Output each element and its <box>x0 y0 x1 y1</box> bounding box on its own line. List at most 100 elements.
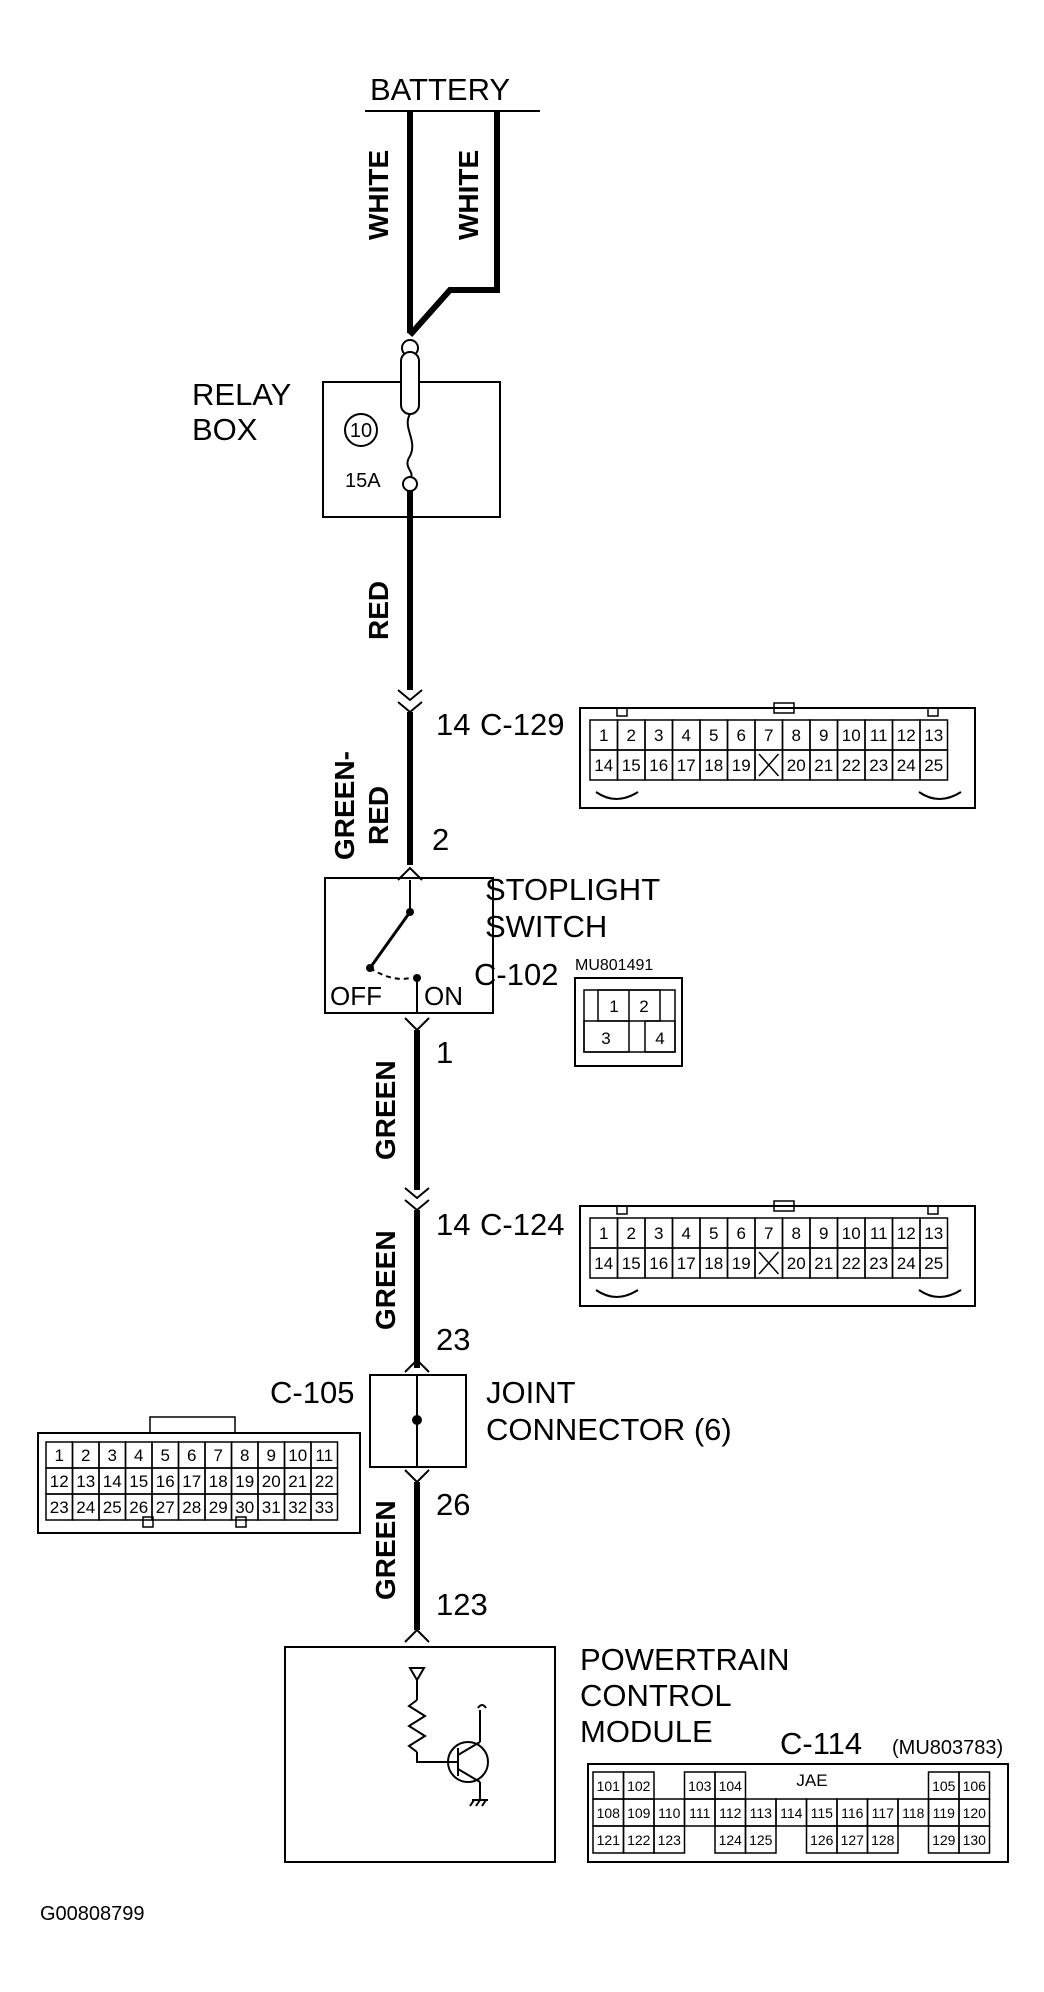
c105-pin-label: 21 <box>288 1472 307 1491</box>
c129-pin-label: 3 <box>654 726 663 745</box>
c129-pin-label: 2 <box>627 726 636 745</box>
c124-blank-cell <box>758 1251 780 1275</box>
c114-pin-label: 127 <box>841 1832 865 1848</box>
c102-connector-face: 1 2 3 4 <box>574 977 683 1067</box>
c129-pin-label: 23 <box>869 756 888 775</box>
c105-pin-label: 20 <box>262 1472 281 1491</box>
switch-off-label: OFF <box>330 981 382 1011</box>
wire-label-red: RED <box>363 581 394 640</box>
wire-label-green-3: GREEN <box>370 1500 401 1600</box>
c114-pin-label: 128 <box>871 1832 895 1848</box>
c124-cell <box>919 1247 949 1279</box>
c124-pin-label: 18 <box>704 1254 723 1273</box>
white-wire-right <box>407 111 500 337</box>
c129-pin-label: 25 <box>924 756 943 775</box>
c124-pin-label: 1 <box>599 1224 608 1243</box>
wire-label-green-2: GREEN <box>370 1230 401 1330</box>
c105-pin-label: 13 <box>76 1472 95 1491</box>
c124-pin-label: 7 <box>764 1224 773 1243</box>
c114-pin-label: 123 <box>658 1832 682 1848</box>
c105-name: C-105 <box>270 1375 354 1410</box>
c105-pin-label: 27 <box>156 1498 175 1517</box>
c105-pin-label: 7 <box>214 1446 223 1465</box>
c102-cell-3: 3 <box>601 1029 610 1048</box>
pcm-pin: 123 <box>436 1587 488 1622</box>
c124-pin-label: 22 <box>842 1254 861 1273</box>
c124-pin-label: 8 <box>792 1224 801 1243</box>
pcm-label-line3: MODULE <box>580 1714 713 1749</box>
c114-pin-label: 130 <box>963 1832 987 1848</box>
c114-pin-label: 114 <box>780 1805 803 1821</box>
c105-pin-label: 19 <box>235 1472 254 1491</box>
c124-pin-label: 6 <box>737 1224 746 1243</box>
c114-pin-label: 110 <box>658 1805 681 1821</box>
c105-pin-label: 30 <box>235 1498 254 1517</box>
joint-connector-label-line1: JOINT <box>486 1375 576 1410</box>
c114-pin-label: 106 <box>963 1778 987 1794</box>
pcm-label-line1: POWERTRAIN <box>580 1642 790 1677</box>
c129-blank-cell <box>758 753 780 777</box>
c129-pin-label: 16 <box>649 756 668 775</box>
stoplight-switch-box <box>324 877 494 1014</box>
c105-pin-label: 25 <box>103 1498 122 1517</box>
c102-cell-1: 1 <box>609 997 618 1016</box>
c129-name: C-129 <box>480 707 564 742</box>
c124-pin-label: 13 <box>924 1224 943 1243</box>
c105-pin-label: 6 <box>187 1446 196 1465</box>
relay-box-label-line1: RELAY <box>192 377 291 412</box>
fuse-number: 10 <box>350 420 372 442</box>
c114-pin-label: 111 <box>689 1805 710 1821</box>
c124-pin-label: 12 <box>897 1224 916 1243</box>
c124-pin-label: 16 <box>649 1254 668 1273</box>
c114-pin-label: 113 <box>750 1805 773 1821</box>
c105-pin-label: 28 <box>182 1498 201 1517</box>
pcm-label-line2: CONTROL <box>580 1678 732 1713</box>
c129-pin-label: 21 <box>814 756 833 775</box>
c124-pin-label: 4 <box>682 1224 691 1243</box>
c129-pin-label: 22 <box>842 756 861 775</box>
c124-pin: 14 <box>436 1207 470 1242</box>
c105-pin-label: 5 <box>161 1446 170 1465</box>
c129-pin-label: 17 <box>677 756 696 775</box>
stoplight-switch-label-line1: STOPLIGHT <box>485 872 660 907</box>
c129-pin-label: 19 <box>732 756 751 775</box>
c129-pin-label: 5 <box>709 726 718 745</box>
c102-cell-2: 2 <box>639 997 648 1016</box>
c124-name: C-124 <box>480 1207 564 1242</box>
c129-pin-label: 8 <box>792 726 801 745</box>
c114-pin-label: 121 <box>597 1832 621 1848</box>
c129-pin-label: 4 <box>682 726 691 745</box>
fuse-element <box>406 413 414 479</box>
c114-pin-label: 105 <box>932 1778 956 1794</box>
stoplight-switch-label-line2: SWITCH <box>485 909 607 944</box>
c124-pin-label: 9 <box>819 1224 828 1243</box>
battery-label: BATTERY <box>370 72 510 107</box>
c124-pin-label: 20 <box>787 1254 806 1273</box>
c102-cell-4: 4 <box>655 1029 664 1048</box>
c114-pin-label: 122 <box>627 1832 651 1848</box>
c124-pin-label: 3 <box>654 1224 663 1243</box>
c124-pin-label: 19 <box>732 1254 751 1273</box>
c105-pin-label: 32 <box>288 1498 307 1517</box>
c105-cell <box>310 1493 339 1521</box>
pcm-connector-part: (MU803783) <box>892 1737 1003 1759</box>
c114-cell <box>958 1825 991 1854</box>
c124-pin-label: 23 <box>869 1254 888 1273</box>
c105-pin-label: 12 <box>50 1472 69 1491</box>
c105-pin-label: 31 <box>262 1498 281 1517</box>
c124-pin-label: 15 <box>622 1254 641 1273</box>
c114-pin-label: 101 <box>597 1778 621 1794</box>
c114-pin-label: 104 <box>719 1778 743 1794</box>
pcm-input-circuit <box>407 1667 489 1807</box>
c105-pin-label: 23 <box>50 1498 69 1517</box>
c105-pin-out: 26 <box>436 1487 470 1522</box>
c114-cell <box>653 1825 686 1854</box>
c124-pin-label: 24 <box>897 1254 916 1273</box>
fuse-body <box>400 351 420 415</box>
c114-pin-label: 103 <box>688 1778 712 1794</box>
c105-pin-label: 17 <box>182 1472 201 1491</box>
c129-pin-label: 12 <box>897 726 916 745</box>
c114-maker: JAE <box>796 1771 827 1790</box>
